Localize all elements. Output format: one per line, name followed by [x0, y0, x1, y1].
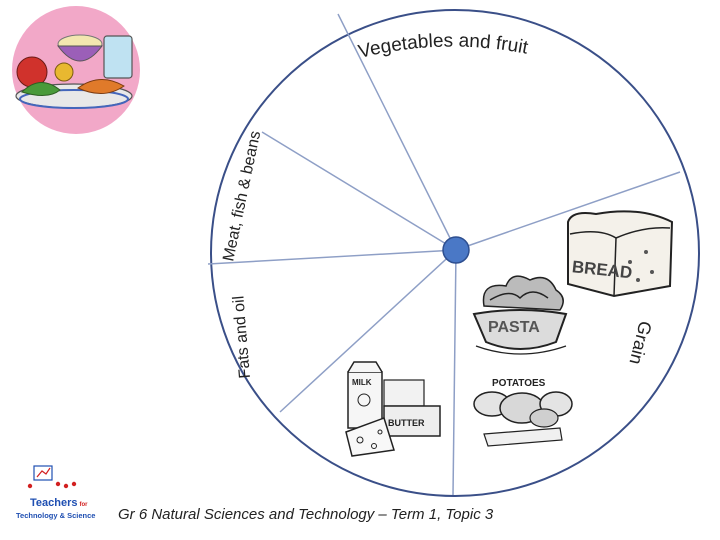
bread-loaf	[567, 210, 674, 298]
potatoes-illustration: POTATOES	[473, 378, 573, 447]
divider-upper-left	[261, 131, 457, 251]
fruit	[54, 62, 74, 82]
pasta-noodles	[482, 275, 564, 311]
pasta-bowl	[472, 309, 568, 350]
plate-rim-blue	[19, 89, 129, 109]
divider-top	[337, 13, 457, 251]
food-wheel-outline	[210, 9, 700, 497]
pasta-illustration: PASTA	[472, 275, 568, 355]
milk-carton	[347, 371, 383, 429]
pasta-label: PASTA	[488, 319, 540, 336]
logo-board	[33, 465, 53, 481]
label-vegetables-fruit: Vegetables and fruit	[356, 30, 530, 62]
glass	[103, 35, 133, 79]
divider-left	[207, 249, 457, 265]
food-plate-illustration	[12, 6, 140, 134]
potatoes-label: POTATOES	[492, 378, 546, 389]
milk-label: MILK	[352, 378, 372, 387]
cheese-wedge	[345, 417, 395, 457]
butter-label: BUTTER	[388, 418, 425, 428]
divider-right	[455, 171, 681, 251]
wheel-hub	[442, 236, 470, 264]
divider-bottom	[452, 249, 457, 496]
bread-illustration: BREAD	[567, 210, 674, 298]
divider-lower-left	[279, 249, 457, 413]
label-meat-fish-beans: Meat, fish & beans	[220, 130, 264, 263]
bowl	[57, 45, 103, 62]
logo-line2: Technology & Science	[16, 511, 95, 520]
fish	[77, 79, 125, 94]
wheel-dividers	[207, 13, 681, 496]
footer-text: Gr 6 Natural Sciences and Technology – T…	[118, 506, 494, 523]
dairy-illustration: MILK BUTTER	[345, 361, 441, 457]
leafy-greens	[21, 82, 61, 96]
label-grain: Grain	[625, 319, 655, 367]
